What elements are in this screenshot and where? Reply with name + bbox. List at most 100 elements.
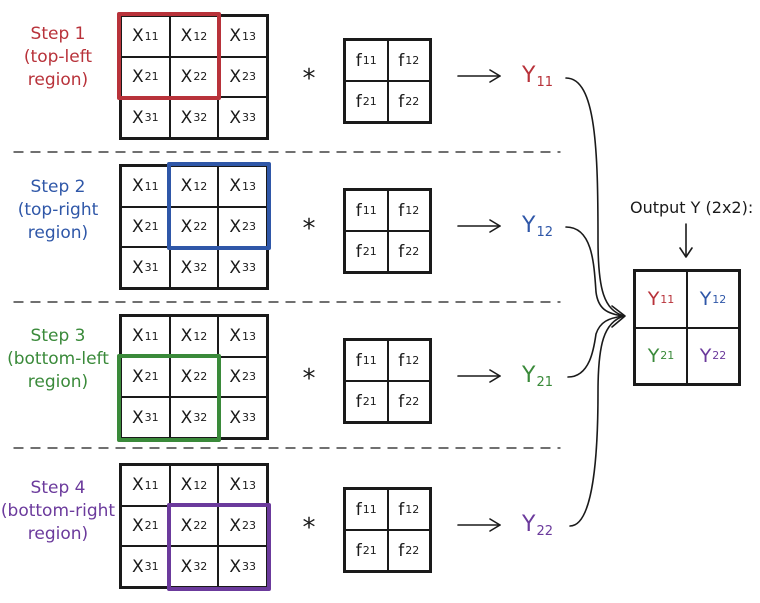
step-1-input-matrix-cell-32-sub: 32 [193, 111, 208, 125]
step-4-input-matrix-cell-13-base: X [229, 475, 241, 496]
step-1-output-sub: 11 [536, 75, 553, 90]
step-3-input-matrix-cell-12-sub: 12 [193, 329, 208, 343]
step-4-input-matrix-cell-31-base: X [132, 556, 144, 577]
step-3-curve-to-output [567, 315, 625, 378]
step-3-line3: region) [27, 372, 89, 392]
step-4-input-matrix-cell-21-sub: 21 [144, 519, 159, 533]
step-2-filter-matrix-cell-21-sub: 21 [362, 245, 377, 258]
step-2-input-matrix-cell-32-sub: 32 [193, 261, 208, 275]
step-4-filter-matrix-cell-11-sub: 11 [362, 503, 377, 516]
step-1-convolution-operator: * [302, 64, 316, 94]
step-3-input-matrix-cell-12-base: X [180, 326, 193, 347]
output-cell-22-sub: 22 [712, 349, 727, 363]
step-3-input-matrix-cell-11-base: X [132, 326, 144, 347]
step-3-filter-matrix-cell-21-base: f [355, 391, 362, 412]
step-2-filter-matrix-cell-12-sub: 12 [405, 204, 420, 217]
step-2-input-matrix-cell-13-sub: 13 [241, 179, 256, 193]
step-2-input-matrix-cell-22-base: X [180, 216, 193, 237]
output-cell-21-base: Y [647, 344, 660, 367]
step-2-filter-matrix-cell-21-base: f [355, 241, 362, 262]
output-cell-11-base: Y [647, 288, 660, 311]
step-4-label: Step 4 (bottom-right region) [0, 477, 116, 546]
step-3-input-matrix-cell-32-sub: 32 [193, 411, 208, 425]
step-4-input-matrix-cell-22-sub: 22 [193, 519, 208, 533]
output-cell-21-sub: 21 [660, 349, 675, 363]
step-4-input-matrix-cell-32-sub: 32 [193, 560, 208, 574]
step-2-input-matrix-cell-11-base: X [132, 176, 144, 197]
step-3-input-matrix-cell-33-base: X [229, 407, 241, 428]
step-4-input-matrix-cell-33-base: X [229, 556, 241, 577]
step-1-input-matrix-cell-31-sub: 31 [144, 111, 159, 125]
step-3-output-label: Y21 [522, 363, 553, 396]
step-2-filter-matrix-cell-12-base: f [398, 200, 405, 221]
step-4-input-matrix-cell-12-sub: 12 [193, 478, 208, 492]
step-3-filter-matrix-cell-11-sub: 11 [362, 354, 377, 367]
output-cell-12-sub: 12 [712, 292, 727, 306]
step-1-input-matrix-cell-12-base: X [180, 26, 193, 47]
step-4-filter-matrix-cell-22-sub: 22 [405, 544, 420, 557]
step-1-input-matrix-cell-33-base: X [229, 107, 241, 128]
step-3-input-matrix-cell-31-base: X [132, 407, 144, 428]
output-title-arrow-head [679, 247, 693, 258]
step-3-input-matrix-cell-33-sub: 33 [241, 411, 256, 425]
output-cell-22-base: Y [699, 344, 712, 367]
step-4-input-matrix-cell-23-sub: 23 [241, 519, 256, 533]
step-1-input-matrix-cell-11-base: X [132, 26, 144, 47]
step-4-input-matrix-cell-21-base: X [132, 515, 144, 536]
step-4-title: Step 4 [30, 478, 86, 498]
step-4-input-matrix-cell-11-sub: 11 [144, 478, 159, 492]
step-3-input-matrix-cell-22-base: X [180, 366, 193, 387]
step-1-output-base: Y [522, 63, 536, 88]
step-2-output-sub: 12 [536, 225, 553, 240]
step-2-input-matrix-cell-23-sub: 23 [241, 220, 256, 234]
step-3-label: Step 3 (bottom-left region) [0, 325, 116, 394]
step-1-label: Step 1 (top-left region) [0, 23, 116, 92]
step-1-arrow-head [489, 69, 501, 83]
output-title: Output Y (2x2): [630, 198, 754, 217]
step-1-title: Step 1 [30, 24, 86, 44]
step-4-input-matrix-cell-32-base: X [180, 556, 193, 577]
step-4-input-matrix-cell-23-base: X [229, 515, 241, 536]
step-1-filter-matrix-cell-12-sub: 12 [405, 54, 420, 67]
step-3-filter-matrix-cell-21-sub: 21 [362, 395, 377, 408]
step-3-input-matrix-cell-21-base: X [132, 366, 144, 387]
step-2-filter-matrix-cell-22-sub: 22 [405, 245, 420, 258]
step-1-filter-matrix-cell-11-base: f [355, 50, 362, 71]
step-3-input-matrix-cell-11-sub: 11 [144, 329, 159, 343]
